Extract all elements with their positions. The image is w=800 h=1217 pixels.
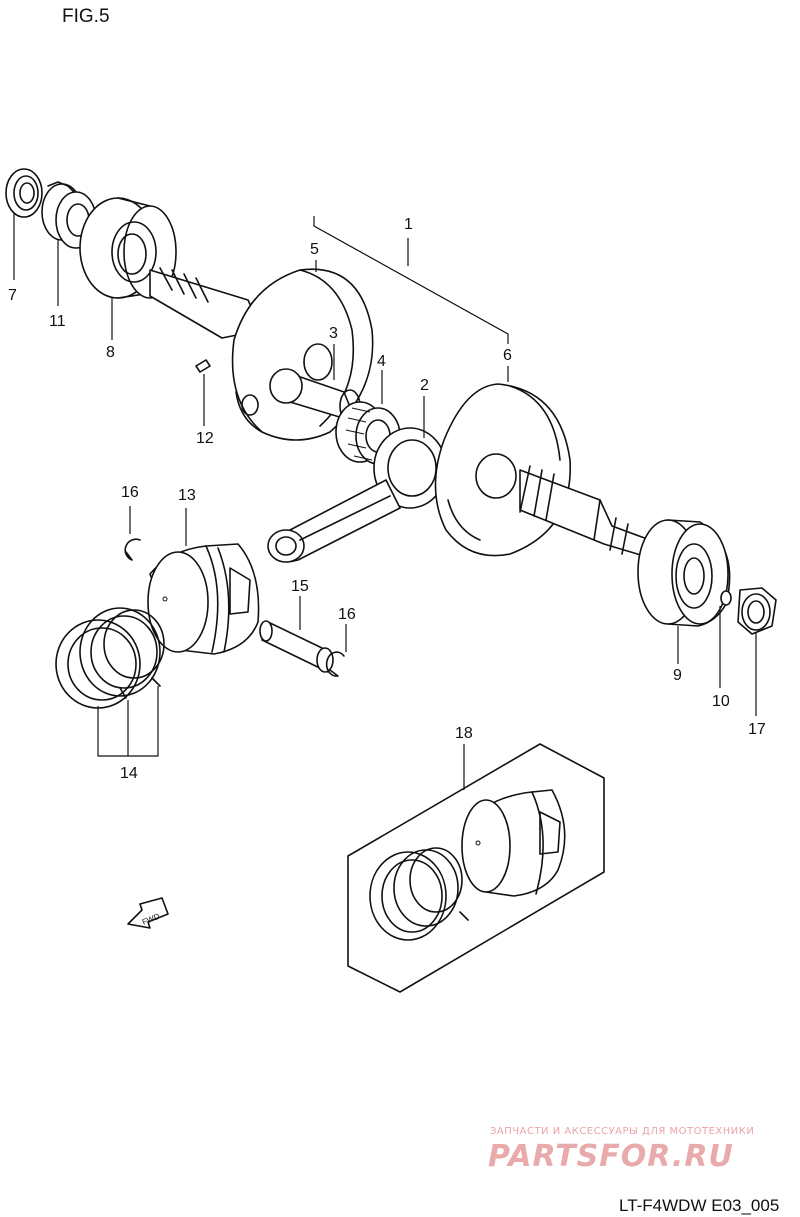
piston-set-rings [369, 847, 469, 941]
key [720, 590, 732, 606]
dowel-pin [195, 359, 211, 373]
callout-10: 10 [712, 693, 730, 710]
crank-web-right [434, 383, 571, 557]
piston [147, 543, 260, 655]
callout-5: 5 [310, 241, 319, 258]
nut [737, 587, 777, 635]
callout-7: 7 [8, 287, 17, 304]
callout-14: 14 [120, 765, 138, 782]
piston-rings [55, 607, 165, 709]
callout-12: 12 [196, 430, 214, 447]
circlip-lower [325, 651, 345, 677]
callout-1: 1 [404, 216, 413, 233]
callout-11: 11 [49, 313, 66, 330]
callout-4: 4 [377, 353, 386, 370]
watermark: ЗАПЧАСТИ И АКСЕССУАРЫ ДЛЯ МОТОТЕХНИКИ PA… [488, 1126, 754, 1174]
callout-13: 13 [178, 487, 196, 504]
callout-2: 2 [420, 377, 429, 394]
oil-seal-left [5, 168, 43, 218]
leader-lines [13, 212, 757, 790]
circlip-upper [124, 538, 141, 561]
callout-16-lower: 16 [338, 606, 356, 623]
callout-9: 9 [673, 667, 682, 684]
callout-labels: 1 2 3 4 5 6 7 8 9 10 11 12 13 14 15 16 1… [8, 216, 766, 782]
callout-18: 18 [455, 725, 473, 742]
callout-6: 6 [503, 347, 512, 364]
piston-set-piston [461, 789, 566, 897]
watermark-tagline: ЗАПЧАСТИ И АКСЕССУАРЫ ДЛЯ МОТОТЕХНИКИ [490, 1126, 754, 1137]
figure-title: FIG.5 [62, 6, 110, 27]
callout-3: 3 [329, 325, 338, 342]
piston-pin [259, 620, 334, 673]
forward-arrow: FWD [127, 897, 169, 929]
drawing-code: LT-F4WDW E03_005 [619, 1196, 779, 1215]
watermark-brand: PARTSFOR.RU [488, 1139, 734, 1174]
connecting-rod [267, 427, 447, 563]
right-crank-shaft [519, 465, 651, 557]
piston-set-box [347, 743, 605, 993]
callout-16-upper: 16 [121, 484, 139, 501]
callout-8: 8 [106, 344, 115, 361]
bearing-right [637, 519, 731, 627]
crank-pin [269, 368, 361, 423]
callout-17: 17 [748, 721, 766, 738]
callout-15: 15 [291, 578, 309, 595]
